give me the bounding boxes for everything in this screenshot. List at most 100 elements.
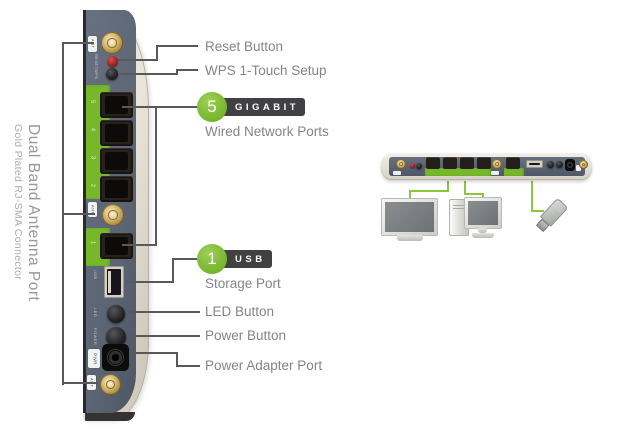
usb-flash-drive-body-group xyxy=(534,197,569,234)
power-jack-mini xyxy=(565,159,575,171)
lan-port-5 xyxy=(100,92,133,118)
power-button-mini xyxy=(556,161,563,168)
wps-callout-line xyxy=(120,73,178,75)
usb-flash-drive xyxy=(535,197,586,241)
gigabit-badge: GIGABIT xyxy=(221,98,306,116)
antenna-bracket-stub-top xyxy=(62,42,94,44)
antenna-connector-right xyxy=(579,160,588,169)
desktop-monitor xyxy=(464,197,502,239)
usb-port xyxy=(104,266,124,298)
reset-button-label: Reset Button xyxy=(205,39,284,54)
antenna-port-side-label: Dual Band Antenna Port Gold Plated RJ-SM… xyxy=(12,124,42,301)
lan-port-3-number: 3 xyxy=(89,156,96,160)
usb-cable xyxy=(531,181,533,212)
led-button-mini xyxy=(547,161,554,168)
lan-port-mini xyxy=(426,157,440,169)
usb-cable xyxy=(531,210,544,212)
power-button xyxy=(106,327,126,347)
antenna-connector-mid xyxy=(492,159,502,169)
lan-port-5-number: 5 xyxy=(89,100,96,104)
usb-count-badge: 1 xyxy=(197,244,227,274)
led-button xyxy=(107,305,125,323)
antenna-bracket-stub-middle xyxy=(62,213,95,215)
tv-stand xyxy=(397,235,423,241)
antenna-connector-middle xyxy=(102,204,124,226)
wps-port-label: WPS xyxy=(94,69,99,80)
lan-strip-mini xyxy=(425,168,491,176)
lan-port-mini xyxy=(443,157,457,169)
tv-frame xyxy=(381,198,438,236)
usb-port-mini xyxy=(526,160,543,168)
ethernet-cable-1 xyxy=(447,181,449,192)
lan-port-4 xyxy=(100,120,133,146)
ethernet-cable-1 xyxy=(409,190,411,202)
tv-monitor xyxy=(381,198,438,243)
ant-chip-top: ANT xyxy=(88,36,97,52)
power-adapter-callout-line xyxy=(176,365,200,367)
ant-chip xyxy=(491,171,499,175)
led-callout-line xyxy=(128,311,200,313)
power-jack-barrel xyxy=(107,349,124,366)
wan-port-1-number: 1 xyxy=(89,241,96,245)
gigabit-count-badge: 5 xyxy=(197,92,227,122)
power-port-label: POWER xyxy=(93,328,98,346)
power-button-label: Power Button xyxy=(205,328,287,343)
lan-port-3 xyxy=(100,148,133,174)
wps-callout-line xyxy=(176,69,178,75)
power-jack xyxy=(102,344,129,371)
lan-port-4-number: 4 xyxy=(89,128,96,132)
ethernet-cable-2 xyxy=(464,181,466,195)
power-adapter-callout-line xyxy=(176,352,178,367)
reset-port-label: RESET xyxy=(94,54,99,70)
monitor-screen xyxy=(468,201,498,225)
ethernet-cable-2 xyxy=(464,193,484,195)
power-adapter-port-label: Power Adapter Port xyxy=(205,358,323,373)
usb-badge: USB xyxy=(221,250,272,268)
wps-button xyxy=(106,68,118,80)
power-callout-line xyxy=(130,335,200,337)
ant-chip xyxy=(393,171,401,175)
lan-port-2 xyxy=(100,176,133,202)
reset-callout-line xyxy=(156,45,158,61)
reset-callout-line xyxy=(118,59,158,61)
lan-port-mini xyxy=(477,157,491,169)
lan-port-2-number: 2 xyxy=(89,184,96,188)
monitor-frame xyxy=(464,197,502,229)
monitor-neck xyxy=(478,228,487,233)
pwr-chip: PWR xyxy=(88,349,100,368)
side-label-subtitle: Gold Plated RJ-SMA Connector xyxy=(12,124,24,281)
wps-setup-label: WPS 1-Touch Setup xyxy=(205,63,327,78)
gigabit-callout-line xyxy=(122,106,198,108)
reset-button-mini xyxy=(410,163,415,168)
wan-port-1 xyxy=(100,233,133,259)
side-label-title: Dual Band Antenna Port xyxy=(25,124,42,302)
wired-network-ports-label: Wired Network Ports xyxy=(205,124,329,139)
usb-port-label: USB xyxy=(93,270,98,280)
wps-button-mini xyxy=(416,163,422,169)
gigabit-callout-stub xyxy=(122,244,157,246)
router-rear-panel: ANT RESET WPS 5 4 3 2 ANT 1 USB LED POWE… xyxy=(83,10,149,421)
lan-port-mini xyxy=(460,157,474,169)
ethernet-cable-1 xyxy=(409,190,449,192)
storage-port-label: Storage Port xyxy=(205,276,281,291)
router-rear-view-horizontal xyxy=(381,151,592,183)
pwr-chip-mini xyxy=(576,165,581,171)
reset-callout-line xyxy=(156,45,198,47)
wan-port-mini xyxy=(506,157,520,169)
usb-callout-line xyxy=(126,281,174,283)
router-casing-bottom-edge xyxy=(85,412,135,421)
gigabit-callout-bracket xyxy=(155,106,157,246)
antenna-bracket-stub-bottom xyxy=(62,382,98,384)
antenna-connector-bottom xyxy=(100,374,121,395)
antenna-connector-top xyxy=(101,32,123,54)
ant-chip-middle: ANT xyxy=(88,202,97,217)
tv-screen xyxy=(385,202,434,232)
antenna-connector-left xyxy=(396,159,406,169)
usb-callout-line xyxy=(172,258,198,260)
wan-strip-mini xyxy=(504,168,524,176)
wps-callout-line xyxy=(176,69,198,71)
power-jack-barrel-mini xyxy=(567,162,573,168)
led-port-label: LED xyxy=(93,308,98,317)
monitor-base xyxy=(472,233,494,238)
power-adapter-callout-line xyxy=(130,352,178,354)
